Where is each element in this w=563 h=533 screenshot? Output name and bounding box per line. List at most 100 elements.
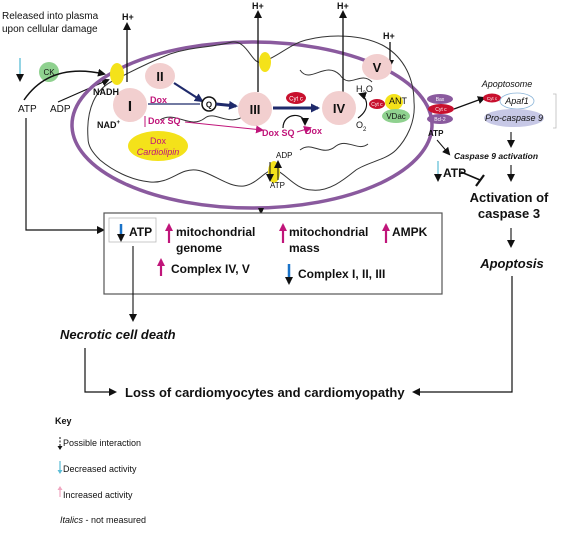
nadh-label: NADH [93,87,119,97]
h-plus-1: H+ [122,12,134,22]
dox-sq-to-iii-arrow [184,121,264,134]
mito-adp-label: ADP [276,151,292,160]
apaf1-label: Apaf1 [504,96,529,106]
o2-label: O2 [356,120,367,133]
ant-label: ANT [389,96,408,106]
complex-II [145,63,175,89]
complex-IV [322,91,356,125]
flow-Q-to-III [215,100,238,110]
ck-label: CK [43,68,55,77]
crista-2 [299,69,373,83]
h-plus-2: H+ [252,1,264,11]
complex-V [362,54,392,80]
mito-atp-label: ATP [270,181,285,190]
ampk-label: AMPK [392,225,428,239]
left-atp-label: ATP [18,104,37,115]
key-decreased-arrowhead [57,470,63,474]
cyt-c-released [428,104,454,114]
ck-reaction-arc [23,68,106,101]
cyt-c-mid [286,92,306,104]
cyt-c-to-apoptosome-arrow [453,96,486,110]
apoptosome-label: Apoptosome [481,79,533,89]
released-label-2: upon cellular damage [2,24,98,35]
ant-yellow [385,94,403,110]
crista-3 [299,142,369,151]
complex-V-label: V [373,60,382,75]
complex-i-ii-iii-label: Complex I, II, III [298,267,385,281]
key-possible-label: Possible interaction [63,438,141,448]
dox-label-cyt: Dox [305,126,322,136]
atp-small-arrow [436,139,451,156]
key-increased-label: Increased activity [63,490,133,500]
mito-genome-label-2: genome [176,241,222,255]
dox-cardiolipin-label-2: Cardiolipin [137,147,180,157]
atp-inhibition-bar [475,174,485,187]
loss-label: Loss of cardiomyocytes and cardiomyopath… [125,385,405,400]
bcl2-protein [427,114,453,124]
bax-label: Bax [436,97,445,103]
cyt-c-released-label: Cyt c [435,107,447,113]
necrotic-to-loss-arrow [84,348,117,396]
key-decreased-label: Decreased activity [63,464,137,474]
procaspase9-protein [484,109,544,127]
complex-iv-v-label: Complex IV, V [171,262,250,276]
vdac-channel [382,109,410,123]
h-plus-4: H+ [383,31,395,41]
dox-sq-label-1: Dox SQ [148,116,181,126]
activation-caspase3-2: caspase 3 [478,206,540,221]
complex-II-label: II [156,69,163,84]
mitochondrion-inner-membrane [87,35,415,191]
dox-sq-label-2: Dox SQ [262,128,295,138]
activation-caspase3-1: Activation of [470,190,549,205]
mitochondrion-outer-membrane [70,40,434,210]
h-plus-3: H+ [337,1,349,11]
mito-to-box-arrow [258,208,264,215]
apoptosis-label: Apoptosis [479,256,544,271]
adp-to-nucleus-arrow [57,78,110,103]
mito-mass-label-2: mass [289,241,320,255]
key-possible-arrowhead [57,446,63,450]
mito-mass-label-1: mitochondrial [289,225,368,239]
cyt-c-mid-label: Cyt c [289,97,303,103]
complex-I [113,88,147,122]
complex-III [238,92,272,126]
apoptosis-to-loss-arrow [412,276,513,396]
bcl2-label: Bcl-2 [434,117,446,123]
complex-I-label: I [128,98,132,115]
flow-II-to-Q [173,82,204,103]
box-atp-label: ATP [129,225,152,239]
cyt-c-apoptosome-label: Cyt c [487,96,498,101]
o2-to-h2o-arc [357,92,368,119]
key-increased-arrowhead [57,486,63,490]
cyt-c-ant-label: Cyt c [371,102,383,108]
mito-genome-label-1: mitochondrial [176,225,255,239]
nad-label: NAD+ [97,120,121,130]
dox-cardiolipin-label-1: Dox [150,136,167,146]
atp-inner-box [108,217,157,243]
dox-sq-to-dox-arrow [296,125,312,134]
dox-cardiolipin [128,131,188,161]
complex-IV-label: IV [333,101,346,116]
q-label: Q [206,101,212,110]
cyt-c-ant [369,99,385,109]
cyt-c-apoptosome [483,93,501,103]
complex-III-label: III [250,102,261,117]
necrotic-label: Necrotic cell death [60,327,176,342]
procaspase9-label: Pro-caspase 9 [485,113,543,123]
vdac-label: VDac [386,112,406,121]
atp-big-label: ATP [443,166,466,180]
released-label-1: Released into plasma [2,11,99,22]
apaf1-protein [499,92,535,110]
cyt-c-dox-arc [282,114,309,129]
key-italics-label: Italics - not measured [60,515,146,525]
ck-enzyme [39,62,59,82]
key-title: Key [55,416,72,426]
atp-to-box-arrow [25,118,105,234]
crista-1 [159,114,246,123]
atp-small-label: ATP [428,129,444,138]
left-adp-label: ADP [50,104,71,115]
bax-protein [427,94,453,104]
yellow-channel-left [110,63,124,85]
